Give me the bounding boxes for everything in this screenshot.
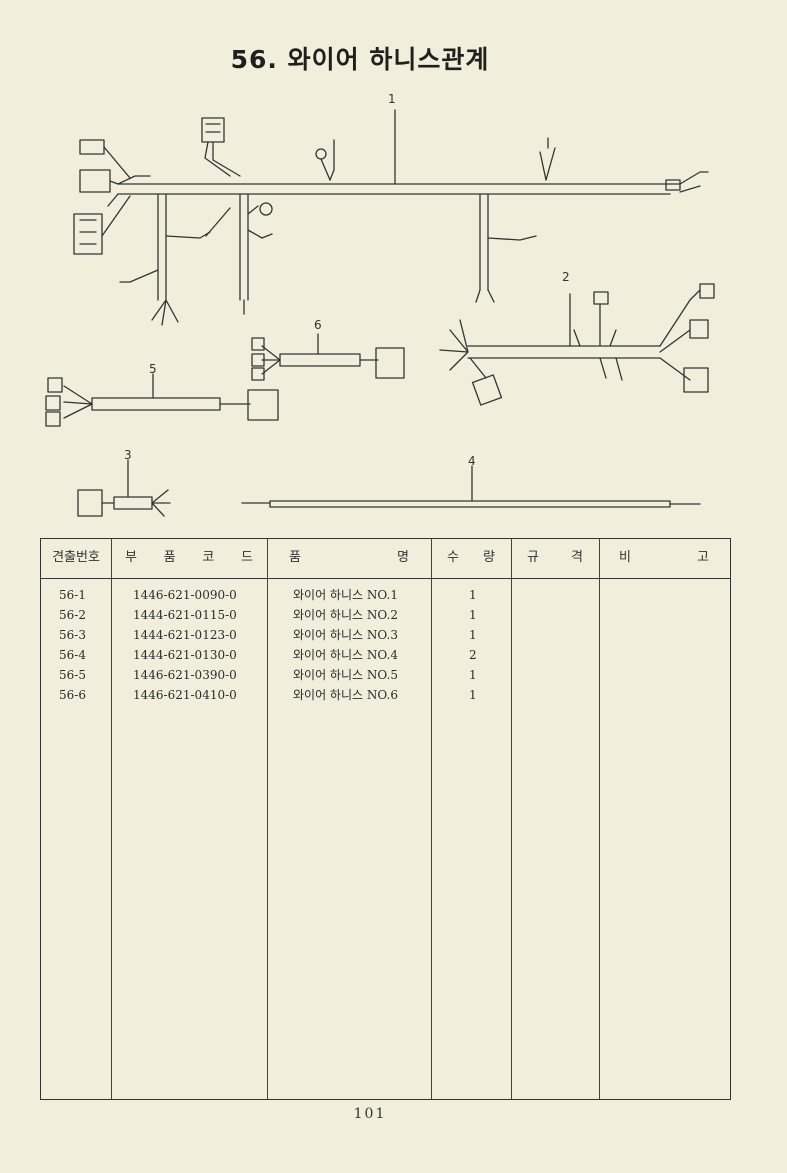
row-code: 1446-621-0090-0	[133, 588, 237, 602]
header-name: 품 명	[289, 550, 409, 565]
harness-1	[73, 109, 709, 326]
row-qty: 1	[469, 608, 477, 622]
callout-2: 2	[562, 270, 570, 284]
row-code: 1446-621-0390-0	[133, 668, 237, 682]
harness-4	[241, 465, 701, 508]
row-qty: 2	[469, 648, 477, 662]
table-header: 견출번호 부 품 코 드 품 명 수 량 규 격 비 고	[41, 539, 730, 579]
row-code: 1444-621-0130-0	[133, 648, 237, 662]
row-code: 1444-621-0115-0	[133, 608, 237, 622]
row-name: 와이어 하니스 NO.6	[293, 688, 398, 702]
row-qty: 1	[469, 668, 477, 682]
row-no: 56-5	[59, 668, 86, 682]
row-qty: 1	[469, 588, 477, 602]
header-note: 비 고	[619, 550, 709, 565]
header-code: 부 품 코 드	[125, 550, 253, 565]
column-divider	[267, 539, 268, 1099]
harness-5	[45, 373, 279, 427]
header-no: 견출번호	[52, 550, 100, 565]
row-name: 와이어 하니스 NO.2	[293, 608, 398, 622]
page-number: 101	[353, 1106, 387, 1122]
row-no: 56-3	[59, 628, 86, 642]
table-row: 56-2 1444-621-0115-0 와이어 하니스 NO.2 1	[41, 605, 730, 625]
row-qty: 1	[469, 628, 477, 642]
row-code: 1446-621-0410-0	[133, 688, 237, 702]
table-row: 56-1 1446-621-0090-0 와이어 하니스 NO.1 1	[41, 585, 730, 605]
parts-table: 견출번호 부 품 코 드 품 명 수 량 규 격 비 고	[40, 538, 731, 1100]
harness-2	[439, 283, 715, 406]
column-divider	[431, 539, 432, 1099]
wiring-harness-diagram	[45, 109, 715, 517]
table-row: 56-3 1444-621-0123-0 와이어 하니스 NO.3 1	[41, 625, 730, 645]
table-row: 56-5 1446-621-0390-0 와이어 하니스 NO.5 1	[41, 665, 730, 685]
harness-3	[77, 459, 171, 517]
table-row: 56-6 1446-621-0410-0 와이어 하니스 NO.6 1	[41, 685, 730, 705]
column-divider	[111, 539, 112, 1099]
callout-4: 4	[468, 454, 476, 468]
column-divider	[599, 539, 600, 1099]
row-name: 와이어 하니스 NO.5	[293, 668, 398, 682]
table-row: 56-4 1444-621-0130-0 와이어 하니스 NO.4 2	[41, 645, 730, 665]
callout-5: 5	[149, 362, 157, 376]
callout-6: 6	[314, 318, 322, 332]
column-divider	[511, 539, 512, 1099]
row-name: 와이어 하니스 NO.1	[293, 588, 398, 602]
header-qty: 수 량	[447, 550, 495, 565]
callout-1: 1	[388, 92, 396, 106]
row-no: 56-2	[59, 608, 86, 622]
row-qty: 1	[469, 688, 477, 702]
page-title: 56. 와이어 하니스관계	[230, 45, 490, 74]
row-no: 56-1	[59, 588, 86, 602]
row-name: 와이어 하니스 NO.4	[293, 648, 398, 662]
row-no: 56-4	[59, 648, 86, 662]
row-no: 56-6	[59, 688, 86, 702]
row-name: 와이어 하니스 NO.3	[293, 628, 398, 642]
harness-6	[251, 333, 405, 381]
header-spec: 규 격	[527, 550, 583, 565]
row-code: 1444-621-0123-0	[133, 628, 237, 642]
callout-3: 3	[124, 448, 132, 462]
